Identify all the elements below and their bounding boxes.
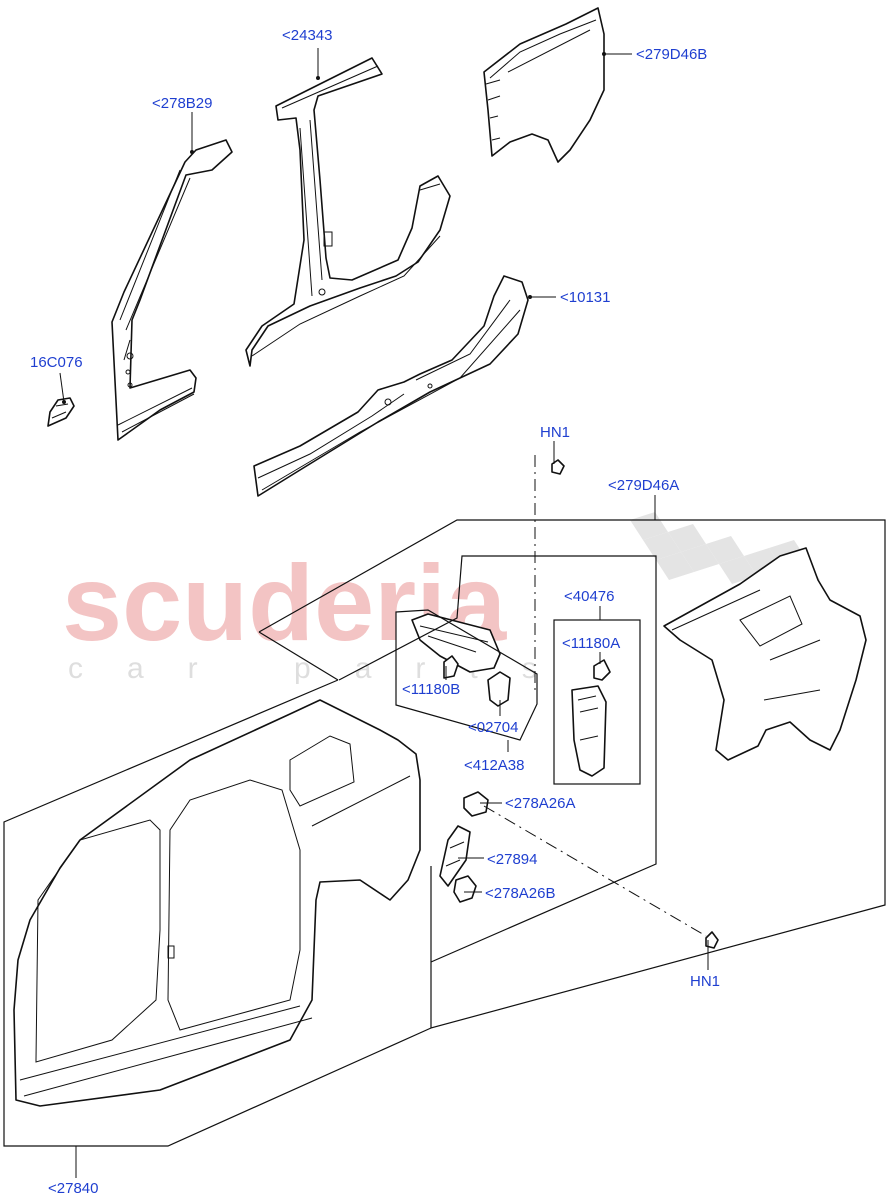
callout-11180A[interactable]: <11180A [562,635,620,652]
part-278B29-a-pillar[interactable] [111,139,233,441]
callout-278A26B[interactable]: <278A26B [485,885,555,902]
group-box-27840 [3,679,432,1147]
callout-27840[interactable]: <27840 [48,1180,98,1197]
callout-412A38[interactable]: <412A38 [464,757,524,774]
group-box-40476 [553,619,641,785]
callout-278A26A[interactable]: <278A26A [505,795,575,812]
callout-279D46B[interactable]: <279D46B [636,46,707,63]
part-hn1-bolt-bottom[interactable] [705,931,719,949]
group-box-279D46A [258,519,886,1029]
callout-02704[interactable]: <02704 [468,719,518,736]
group-box-inner [258,555,657,963]
part-11180A-clip[interactable] [593,659,611,681]
callout-11180B[interactable]: <11180B [402,681,460,698]
callout-27894[interactable]: <27894 [487,851,537,868]
part-27894-bracket[interactable] [439,825,471,887]
callout-279D46A[interactable]: <279D46A [608,477,679,494]
part-278A26B-bracket[interactable] [453,875,477,903]
part-11180B-clip[interactable] [443,655,459,679]
callout-hn1-top[interactable]: HN1 [540,424,570,441]
leader-lines [59,48,709,1178]
callout-10131[interactable]: <10131 [560,289,610,306]
part-hn1-bolt-top[interactable] [551,459,565,475]
hn1-alignment-line-bottom [483,805,707,937]
callout-24343[interactable]: <24343 [282,27,332,44]
part-412A38-reinforcement[interactable] [411,613,501,673]
part-279D46A-quarter-assembly[interactable] [663,547,867,761]
callout-16C076[interactable]: 16C076 [30,354,83,371]
part-278A26A-bracket[interactable] [463,791,489,817]
callout-278B29[interactable]: <278B29 [152,95,212,112]
part-10131-sill[interactable] [253,275,529,497]
callout-hn1-bottom[interactable]: HN1 [690,973,720,990]
group-box-412A38 [395,609,538,741]
part-16C076-bracket[interactable] [47,397,75,427]
part-27840-body-side[interactable] [13,699,421,1107]
callout-40476[interactable]: <40476 [564,588,614,605]
part-279D46B-quarter-panel[interactable] [483,7,605,163]
part-24343-b-pillar[interactable] [245,57,451,367]
part-40476-panel[interactable] [571,685,607,777]
part-02704-bracket[interactable] [487,671,511,707]
watermark: scuderia car parts [62,512,820,685]
